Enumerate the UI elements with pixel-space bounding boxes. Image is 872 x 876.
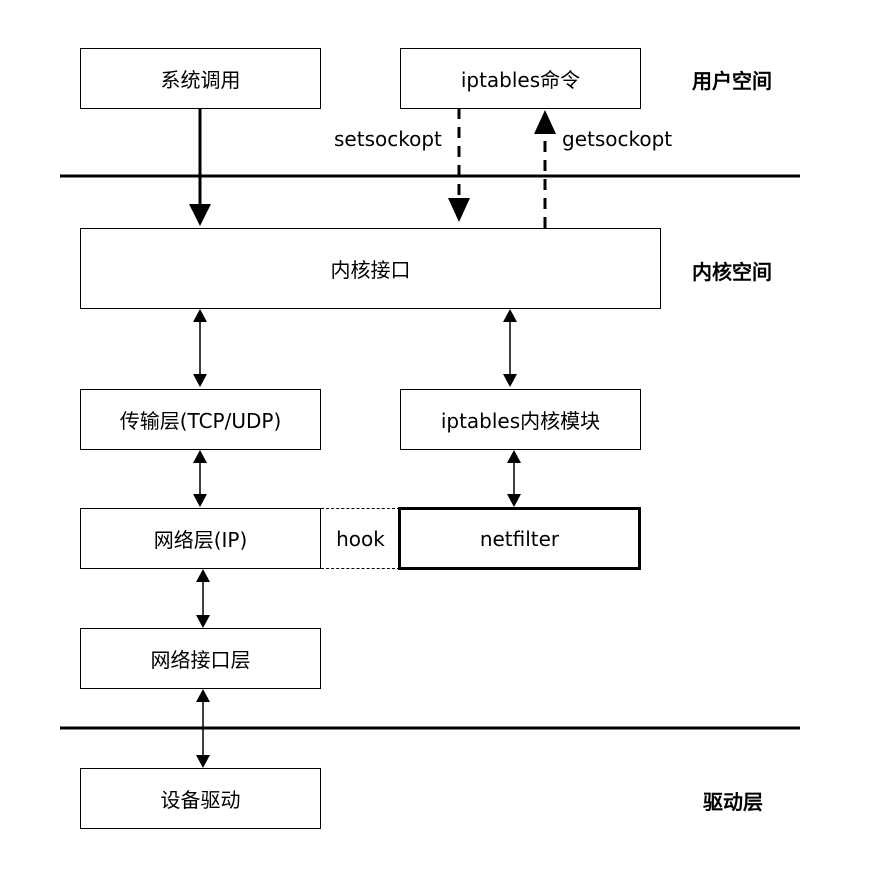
zone-label-kernel-space: 内核空间: [692, 260, 772, 284]
node-netfilter: netfilter: [398, 507, 641, 570]
node-network-layer: 网络层(IP): [80, 508, 321, 569]
arrow-syscall-to-kernel: [189, 108, 211, 226]
node-iptables-command-label: iptables命令: [460, 68, 581, 92]
arrow-getsockopt: [534, 110, 556, 228]
zone-label-user-space: 用户空间: [692, 69, 772, 93]
arrow-netif-driver: [196, 689, 210, 768]
node-iptables-kernel-module: iptables内核模块: [400, 389, 641, 450]
arrow-transport-network: [193, 450, 207, 507]
node-iptables-kernel-module-label: iptables内核模块: [440, 409, 601, 433]
node-network-layer-label: 网络层(IP): [153, 528, 248, 552]
node-transport-layer-label: 传输层(TCP/UDP): [119, 409, 282, 433]
node-device-driver-label: 设备驱动: [160, 788, 241, 812]
node-network-interface-layer: 网络接口层: [80, 628, 321, 689]
zone-label-driver-layer: 驱动层: [703, 790, 763, 814]
arrow-kernel-transport: [193, 309, 207, 387]
node-netfilter-label: netfilter: [479, 526, 560, 551]
arrow-network-netif: [196, 569, 210, 628]
node-hook: hook: [321, 508, 400, 569]
node-hook-label: hook: [336, 526, 385, 551]
node-transport-layer: 传输层(TCP/UDP): [80, 389, 321, 450]
arrow-iptables-module-netfilter: [507, 450, 521, 507]
arrow-setsockopt: [448, 108, 470, 222]
node-kernel-interface-label: 内核接口: [330, 258, 411, 282]
edge-label-setsockopt: setsockopt: [334, 127, 442, 151]
node-kernel-interface: 内核接口: [80, 228, 661, 309]
node-iptables-command: iptables命令: [400, 48, 641, 109]
node-syscall: 系统调用: [80, 48, 321, 109]
arrow-kernel-iptables-module: [503, 309, 517, 387]
node-device-driver: 设备驱动: [80, 768, 321, 829]
node-network-interface-layer-label: 网络接口层: [150, 648, 251, 672]
node-syscall-label: 系统调用: [160, 68, 241, 92]
edge-label-getsockopt: getsockopt: [562, 127, 673, 151]
